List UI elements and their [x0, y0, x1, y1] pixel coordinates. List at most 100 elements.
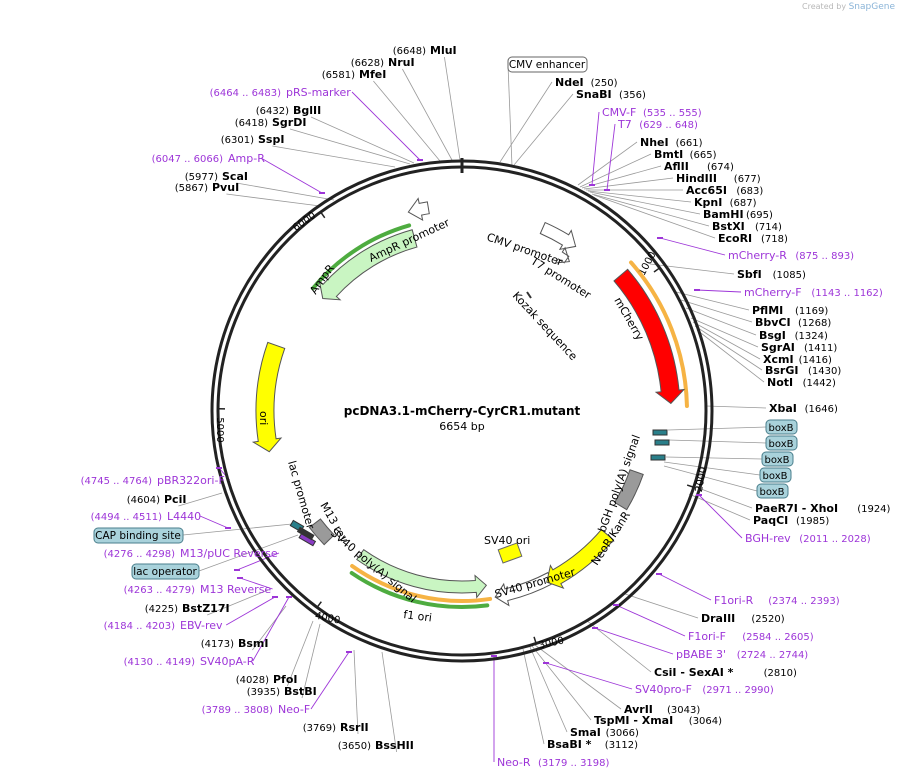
label-sv40-promoter: SV40 promoter [493, 565, 577, 601]
enzyme-bglii[interactable]: BglII(6432) [256, 104, 321, 117]
feature-ori[interactable] [251, 341, 286, 453]
enzyme-leader [207, 589, 269, 616]
enzyme-aflii[interactable]: AflII(674) [664, 160, 734, 173]
primer-range: (4130 .. 4149) [124, 657, 196, 668]
feature-cmv-promoter[interactable] [539, 221, 577, 251]
enzyme-pcii[interactable]: PciI(4604) [127, 493, 187, 506]
enzyme-position: (661) [676, 138, 703, 149]
enzyme-bsgi[interactable]: BsgI(1324) [759, 329, 828, 342]
primer-neo-f[interactable]: Neo-F(3789 .. 3808) [202, 703, 311, 716]
feature-f1-ori[interactable] [546, 528, 615, 589]
enzyme-leader [226, 193, 321, 207]
primer-sv40pro-f[interactable]: SV40pro-F(2971 .. 2990) [635, 683, 774, 696]
lac-operator-tag: lac operator [131, 563, 200, 580]
enzyme-bstbi[interactable]: BstBI(3935) [247, 685, 317, 698]
enzyme-name: PflMI [752, 304, 783, 317]
enzyme-bamhi[interactable]: BamHI(695) [703, 208, 773, 221]
enzyme-bsabi[interactable]: BsaBI *(3112) [547, 738, 638, 751]
enzyme-pfoi[interactable]: PfoI(4028) [236, 673, 298, 686]
enzyme-bstxi[interactable]: BstXI(714) [712, 220, 782, 233]
enzyme-bmti[interactable]: BmtI(665) [654, 148, 717, 161]
primer-range: (2011 .. 2028) [799, 534, 871, 545]
enzyme-paer7i-xhoi[interactable]: PaeR7I - XhoI(1924) [755, 502, 891, 515]
primer-name: pBR322ori-F [157, 474, 225, 487]
primer-sv40pa-r[interactable]: SV40pA-R(4130 .. 4149) [124, 655, 255, 668]
primer-neo-r[interactable]: Neo-R(3179 .. 3198) [497, 756, 610, 769]
primer-mcherry-f[interactable]: mCherry-F(1143 .. 1162) [744, 286, 883, 299]
enzyme-ndei[interactable]: NdeI(250) [555, 76, 618, 89]
primer-name: BGH-rev [745, 532, 791, 545]
tick-mark-3000 [533, 636, 537, 644]
enzyme-hindiii[interactable]: HindIII(677) [676, 172, 761, 185]
enzyme-sgrai[interactable]: SgrAI(1411) [761, 341, 837, 354]
primer-m13-puc-reverse[interactable]: M13/pUC Reverse(4276 .. 4298) [104, 547, 278, 560]
enzyme-sspi[interactable]: SspI(6301) [221, 133, 285, 146]
primer-name: Neo-R [497, 756, 531, 769]
enzyme-tspmi-xmai[interactable]: TspMI - XmaI(3064) [594, 714, 722, 727]
enzyme-bsrgi[interactable]: BsrGI(1430) [765, 364, 841, 377]
primer-f1ori-r[interactable]: F1ori-R(2374 .. 2393) [714, 594, 840, 607]
enzyme-kpni[interactable]: KpnI(687) [694, 196, 757, 209]
enzyme-paqci[interactable]: PaqCI (1985) [753, 514, 829, 527]
primer-pbr322ori-f[interactable]: pBR322ori-F(4745 .. 4764) [81, 474, 225, 487]
enzyme-leader [692, 321, 761, 360]
enzyme-smai[interactable]: SmaI(3066) [570, 726, 639, 739]
enzyme-position: (356) [619, 90, 646, 101]
feature-neor-kanr[interactable] [356, 548, 488, 599]
enzyme-mfei[interactable]: MfeI(6581) [322, 68, 387, 81]
enzyme-noti[interactable]: NotI(1442) [767, 376, 836, 389]
enzyme-position: (6432) [256, 106, 289, 117]
enzyme-rsrii[interactable]: RsrII(3769) [303, 721, 369, 734]
enzyme-leader [583, 177, 674, 190]
enzyme-bstz17i[interactable]: BstZ17I(4225) [145, 602, 230, 615]
enzyme-pflmi[interactable]: PflMI(1169) [752, 304, 828, 317]
primer-range: (2971 .. 2990) [702, 685, 774, 696]
enzyme-snabi[interactable]: SnaBI(356) [576, 88, 646, 101]
enzyme-csii-sexai[interactable]: CsiI - SexAI *(2810) [654, 666, 797, 679]
enzyme-xbai[interactable]: XbaI(1646) [769, 402, 838, 415]
enzyme-leader [252, 605, 287, 651]
enzyme-bsshii[interactable]: BssHII(3650) [338, 739, 414, 752]
enzyme-acc65i[interactable]: Acc65I(683) [686, 184, 763, 197]
enzyme-pvui[interactable]: PvuI(5867) [175, 181, 239, 194]
feature-t7-promoter[interactable] [554, 246, 571, 264]
feature-sv40-ori[interactable] [497, 542, 523, 564]
enzyme-position: (4028) [236, 675, 269, 686]
enzyme-mlui[interactable]: MluI(6648) [393, 44, 457, 57]
feature-mcherry[interactable] [613, 268, 686, 405]
enzyme-bbvci[interactable]: BbvCI(1268) [755, 316, 831, 329]
enzyme-bsmi[interactable]: BsmI(4173) [201, 637, 269, 650]
svg-text:boxB: boxB [769, 423, 794, 434]
enzyme-position: (1985) [796, 516, 829, 527]
enzyme-position: (1442) [803, 378, 836, 389]
primer-prs-marker[interactable]: pRS-marker(6464 .. 6483) [210, 86, 352, 99]
primer-cmv-f[interactable]: CMV-F(535 .. 555) [602, 106, 702, 119]
feature-bgh-poly-a-signal[interactable] [614, 469, 644, 511]
enzyme-nhei[interactable]: NheI(661) [640, 136, 703, 149]
primer-ebv-rev[interactable]: EBV-rev(4184 .. 4203) [104, 619, 223, 632]
primer-m13-reverse[interactable]: M13 Reverse(4263 .. 4279) [124, 583, 272, 596]
enzyme-sgrdi[interactable]: SgrDI(6418) [235, 116, 307, 129]
enzyme-leader [287, 620, 314, 687]
feature-sv40-promoter[interactable] [494, 571, 555, 607]
enzyme-leader [236, 182, 335, 201]
enzyme-scai[interactable]: ScaI(5977) [185, 170, 248, 183]
enzyme-ecori[interactable]: EcoRI(718) [718, 232, 788, 245]
primer-bgh-rev[interactable]: BGH-rev (2011 .. 2028) [745, 532, 871, 545]
enzyme-sbfi[interactable]: SbfI(1085) [737, 268, 806, 281]
feature-ampr[interactable] [318, 229, 418, 301]
primer-amp-r[interactable]: Amp-R(6047 .. 6066) [152, 152, 266, 165]
label-neor-kanr: f1 ori [403, 608, 433, 624]
enzyme-avrii[interactable]: AvrII(3043) [624, 703, 700, 716]
primer-mcherry-r[interactable]: mCherry-R(875 .. 893) [728, 249, 854, 262]
enzyme-name: PaqCI [753, 514, 788, 527]
primer-t7[interactable]: T7(629 .. 648) [617, 118, 698, 131]
primer-f1ori-f[interactable]: F1ori-F(2584 .. 2605) [688, 630, 814, 643]
primer-l4440[interactable]: L4440(4494 .. 4511) [91, 510, 202, 523]
enzyme-nrui[interactable]: NruI(6628) [351, 56, 415, 69]
enzyme-draiii[interactable]: DraIII(2520) [701, 612, 785, 625]
feature-sv40-poly-a-signal[interactable] [308, 518, 335, 546]
feature-ampr-promoter[interactable] [407, 197, 430, 221]
enzyme-xcmi[interactable]: XcmI(1416) [763, 353, 832, 366]
primer-pbabe-3[interactable]: pBABE 3'(2724 .. 2744) [676, 648, 808, 661]
